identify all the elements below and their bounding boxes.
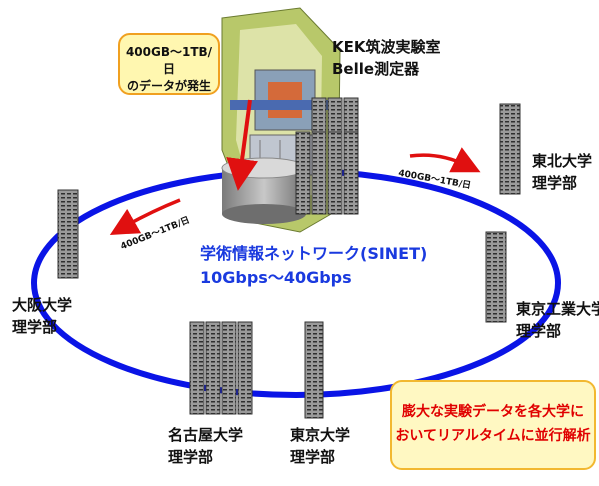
nagoya-name: 名古屋大学 xyxy=(168,426,244,444)
nagoya-dept: 理学部 xyxy=(168,448,214,466)
tohoku-name: 東北大学 xyxy=(532,152,593,170)
callout-top-line2: のデータが発生 xyxy=(126,79,211,93)
parallel-analysis-callout: 膨大な実験データを各大学に おいてリアルタイムに並行解析 xyxy=(390,380,596,470)
network-speed: 10Gbps～40Gbps xyxy=(200,268,352,287)
belle-detector-label: Belle測定器 xyxy=(332,60,420,78)
tokyo-name: 東京大学 xyxy=(290,426,351,444)
tokyo-dept: 理学部 xyxy=(290,448,336,466)
osaka-name: 大阪大学 xyxy=(12,296,73,314)
osaka-dept: 理学部 xyxy=(12,318,58,336)
nagoya-server-cluster xyxy=(189,321,253,415)
tohoku-server-icon xyxy=(499,103,521,195)
flow-arrow-right xyxy=(409,147,481,173)
callout-bottom-line1: 膨大な実験データを各大学に xyxy=(402,404,584,420)
data-flow-arrow xyxy=(226,99,258,191)
tohoku-dept: 理学部 xyxy=(532,174,578,192)
data-volume-callout: 400GB～1TB/日 のデータが発生 xyxy=(118,33,220,95)
osaka-server-icon xyxy=(57,189,79,279)
tokyo-server-icon xyxy=(304,321,324,419)
titech-server-icon xyxy=(485,231,507,323)
callout-top-line1: 400GB～1TB/日 xyxy=(125,45,213,76)
kek-server-cluster xyxy=(295,97,359,215)
titech-dept: 理学部 xyxy=(516,322,562,340)
callout-bottom-line2: おいてリアルタイムに並行解析 xyxy=(395,428,591,444)
network-name: 学術情報ネットワーク(SINET) xyxy=(200,244,428,263)
flow-arrow-left xyxy=(109,198,181,235)
storage-cylinder xyxy=(221,157,307,224)
titech-name: 東京工業大学 xyxy=(516,300,599,318)
kek-lab-label: KEK筑波実験室 xyxy=(332,38,441,56)
